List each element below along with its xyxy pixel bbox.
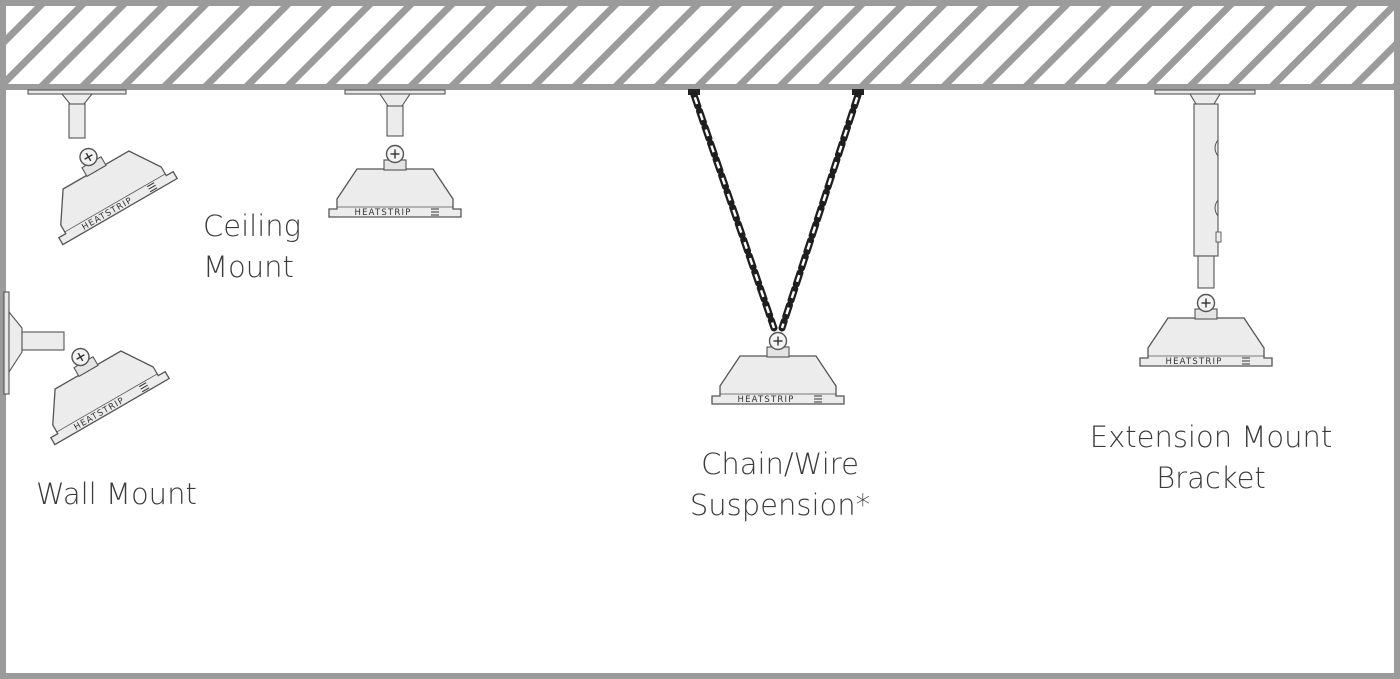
extension-mount-label-line2: Bracket [1156, 461, 1266, 495]
extension-bracket-heater-icon [1139, 89, 1273, 368]
wall-mount-label-text: Wall Mount [36, 477, 197, 511]
extension-mount-label: Extension Mount Bracket [1080, 417, 1342, 499]
chain-suspension-label-line1: Chain/Wire [701, 447, 859, 481]
chain-suspension-heater-icon [688, 89, 864, 406]
extension-mount-label-line1: Extension Mount [1089, 420, 1333, 454]
ceiling-mount-label: Ceiling Mount [203, 206, 301, 288]
hatched-ceiling [3, 6, 1397, 90]
ceiling-mount-label-line1: Ceiling [203, 209, 302, 243]
chain-suspension-label-line2: Suspension* [689, 488, 871, 522]
ceiling-mount-heater-icon [328, 89, 462, 219]
ceiling-tilted-heater-icon [26, 89, 179, 247]
ceiling-mount-label-line2: Mount [203, 250, 294, 284]
wall-mount-heater-icon [3, 291, 171, 447]
chain-suspension-label: Chain/Wire Suspension* [680, 444, 880, 526]
wall-mount-label: Wall Mount [36, 474, 197, 515]
